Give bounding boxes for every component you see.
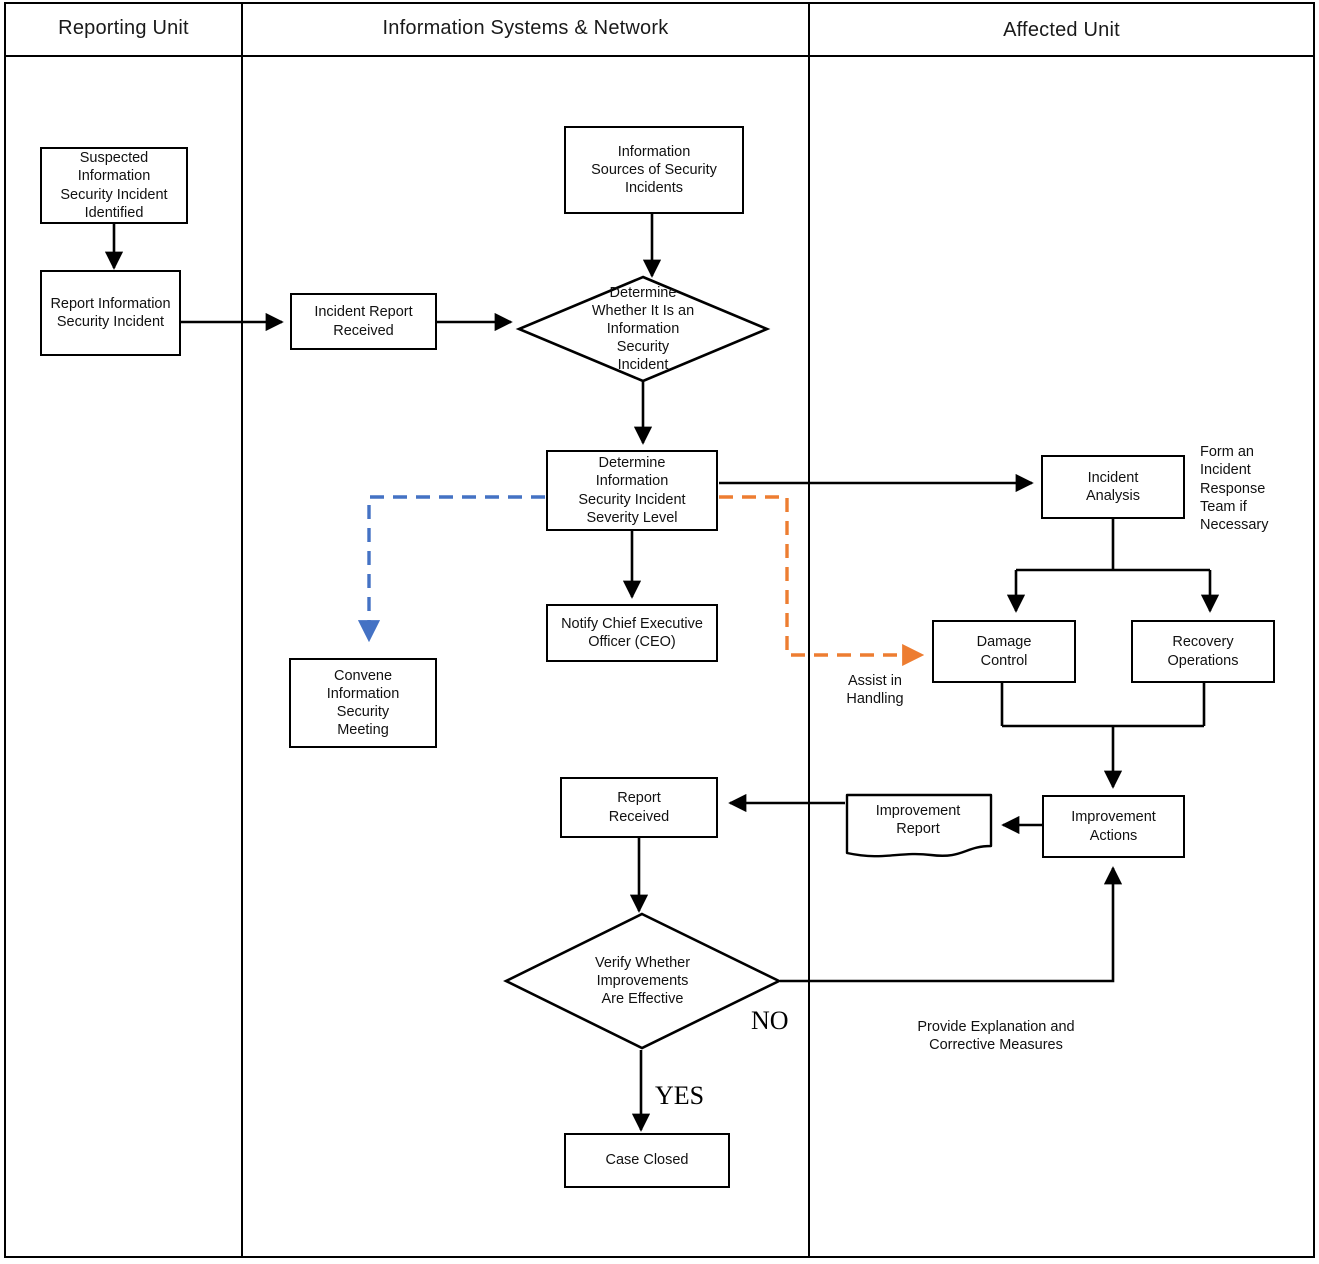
lane-divider-1 <box>241 2 243 1258</box>
lane-title-information-systems-network: Information Systems & Network <box>382 17 669 39</box>
lane-title-reporting-unit: Reporting Unit <box>58 17 189 39</box>
branch-label-no: NO <box>751 1006 789 1035</box>
swimlane-frame <box>4 2 1315 1258</box>
header-separator <box>4 55 1315 57</box>
lane-divider-2 <box>808 2 810 1258</box>
branch-label-yes: YES <box>655 1081 705 1110</box>
node-case-closed[interactable]: Case Closed <box>564 1133 730 1188</box>
node-case-closed-label: Case Closed <box>605 1152 689 1169</box>
lane-title-affected-unit: Affected Unit <box>1003 19 1120 41</box>
